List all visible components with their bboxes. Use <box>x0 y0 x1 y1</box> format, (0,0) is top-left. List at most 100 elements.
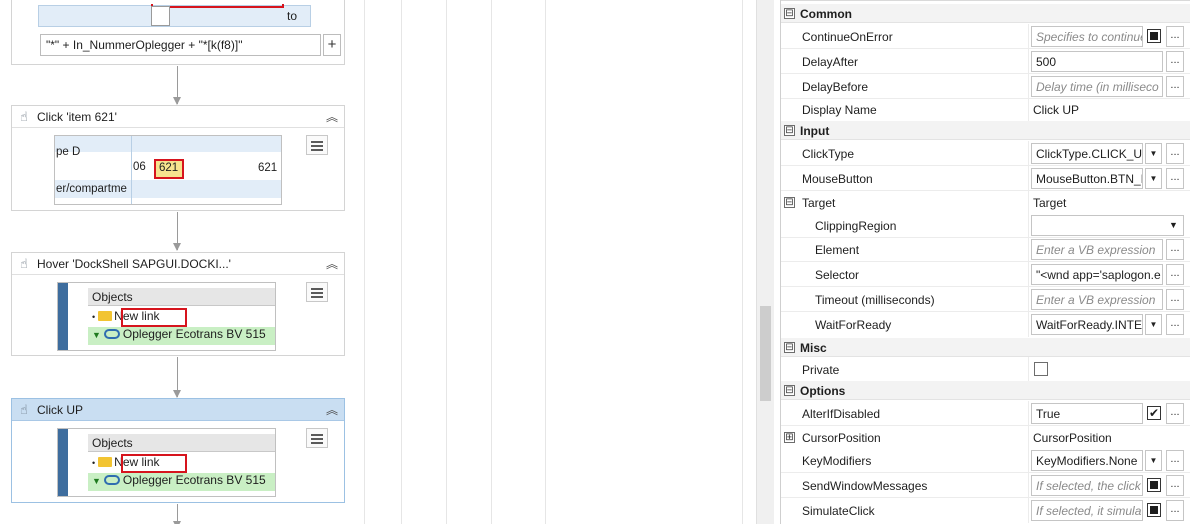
timeout-input[interactable]: Enter a VB expression <box>1031 289 1163 310</box>
send-window-messages-checkbox[interactable] <box>1147 478 1161 492</box>
ellipsis-button[interactable]: ... <box>1166 239 1184 260</box>
delay-after-input[interactable]: 500 <box>1031 51 1163 72</box>
property-name: ContinueOnError <box>802 30 893 44</box>
sap-tree-item: ▼Oplegger Ecotrans BV 515 <box>88 327 275 345</box>
target-highlight <box>121 308 187 327</box>
workflow-designer-canvas[interactable]: to "*" + In_NummerOplegger + "*[k(f8)]" … <box>0 0 756 524</box>
private-checkbox[interactable] <box>1034 362 1048 376</box>
dropdown-arrow-icon[interactable]: ▼ <box>1169 220 1178 230</box>
property-name: DelayBefore <box>802 80 869 94</box>
click-hand-icon: ☝ <box>20 109 28 124</box>
flow-arrow <box>173 357 181 398</box>
table-grid <box>131 136 132 204</box>
text-expression-input[interactable]: "*" + In_NummerOplegger + "*[k(f8)]" <box>40 34 321 56</box>
activity-type-into[interactable]: to "*" + In_NummerOplegger + "*[k(f8)]" … <box>11 0 345 65</box>
ellipsis-button[interactable]: ... <box>1166 143 1184 164</box>
canvas-gridline <box>401 0 402 524</box>
ellipsis-button[interactable]: ... <box>1166 475 1184 496</box>
ellipsis-button[interactable]: ... <box>1166 500 1184 521</box>
property-target: ⊟ Target Target <box>781 190 1190 215</box>
dropdown-arrow-icon[interactable]: ▼ <box>1145 450 1162 471</box>
dropdown-arrow-icon[interactable]: ▼ <box>1145 314 1162 335</box>
ellipsis-button[interactable]: ... <box>1166 168 1184 189</box>
category-input[interactable]: ⊟ Input <box>781 121 1190 140</box>
activity-menu-button[interactable] <box>306 282 328 302</box>
alter-if-disabled-checkbox[interactable]: ✔ <box>1147 406 1161 420</box>
ellipsis-button[interactable]: ... <box>1166 314 1184 335</box>
click-hand-icon: ☝ <box>20 402 28 417</box>
alter-if-disabled-input[interactable]: True <box>1031 403 1143 424</box>
property-name: ClickType <box>802 147 855 161</box>
scrollbar-thumb[interactable] <box>760 306 771 401</box>
display-name-value[interactable]: Click UP <box>1033 103 1080 117</box>
dropdown-arrow-icon[interactable]: ▼ <box>1145 143 1162 164</box>
property-delay-after: DelayAfter 500 ... <box>781 49 1190 74</box>
ellipsis-button[interactable]: ... <box>1166 264 1184 285</box>
ellipsis-button[interactable]: ... <box>1166 51 1184 72</box>
activity-header[interactable]: ☝ Click UP ︽ <box>12 399 344 421</box>
collapse-chevron-icon[interactable]: ︽ <box>325 110 338 124</box>
canvas-gridline <box>446 0 447 524</box>
property-delay-before: DelayBefore Delay time (in milliseco ... <box>781 74 1190 99</box>
cursor-position-value: CursorPosition <box>1033 431 1112 445</box>
sap-tree-item: •New link <box>92 455 160 469</box>
activity-menu-button[interactable] <box>306 135 328 155</box>
category-common[interactable]: ⊟ Common <box>781 4 1190 23</box>
sap-item-label: Oplegger Ecotrans BV 515 <box>122 327 266 341</box>
delay-before-input[interactable]: Delay time (in milliseco <box>1031 76 1163 97</box>
ellipsis-button[interactable]: ... <box>1166 403 1184 424</box>
continue-on-error-checkbox[interactable] <box>1147 29 1161 43</box>
sap-sidebar <box>58 429 68 496</box>
simulate-click-checkbox[interactable] <box>1147 503 1161 517</box>
expand-icon[interactable]: ⊞ <box>784 432 795 443</box>
key-modifiers-select[interactable]: KeyModifiers.None <box>1031 450 1143 471</box>
table-row <box>55 136 281 152</box>
mouse-button-select[interactable]: MouseButton.BTN_L <box>1031 168 1143 189</box>
activity-menu-button[interactable] <box>306 428 328 448</box>
activity-preview-row <box>38 4 311 27</box>
activity-header[interactable]: ☝ Click 'item 621' ︽ <box>12 106 344 128</box>
add-expression-button[interactable]: + <box>323 34 341 56</box>
ellipsis-button[interactable]: ... <box>1166 76 1184 97</box>
selector-input[interactable]: "<wnd app='saplogon.e <box>1031 264 1163 285</box>
designer-scrollbar[interactable] <box>756 0 774 524</box>
collapse-chevron-icon[interactable]: ︽ <box>325 257 338 271</box>
ellipsis-button[interactable]: ... <box>1166 26 1184 47</box>
property-send-window-messages: SendWindowMessages If selected, the clic… <box>781 473 1190 498</box>
property-name: Target <box>802 196 836 210</box>
collapse-icon[interactable]: ⊟ <box>784 125 795 136</box>
collapse-icon[interactable]: ⊟ <box>784 342 795 353</box>
canvas-gridline <box>742 0 743 524</box>
target-value: Target <box>1033 196 1067 210</box>
collapse-icon[interactable]: ⊟ <box>784 8 795 19</box>
activity-hover-dockshell[interactable]: ☝ Hover 'DockShell SAPGUI.DOCKI...' ︽ Ob… <box>11 252 345 356</box>
click-type-select[interactable]: ClickType.CLICK_UP <box>1031 143 1143 164</box>
table-cell: pe D <box>56 146 81 158</box>
category-misc[interactable]: ⊟ Misc <box>781 338 1190 357</box>
target-highlight <box>154 159 184 179</box>
property-alter-if-disabled: AlterIfDisabled True ✔ ... <box>781 401 1190 426</box>
property-key-modifiers: KeyModifiers KeyModifiers.None ▼ ... <box>781 448 1190 473</box>
wait-for-ready-select[interactable]: WaitForReady.INTERACTIVE <box>1031 314 1143 335</box>
activity-click-up[interactable]: ☝ Click UP ︽ Objects •New link ▼Oplegger… <box>11 398 345 503</box>
collapse-icon[interactable]: ⊟ <box>784 385 795 396</box>
ellipsis-button[interactable]: ... <box>1166 450 1184 471</box>
property-name: SendWindowMessages <box>802 479 928 493</box>
target-screenshot: Objects •New link ▼Oplegger Ecotrans BV … <box>57 282 276 351</box>
activity-click-item-621[interactable]: ☝ Click 'item 621' ︽ pe D 06 621 621 er/… <box>11 105 345 211</box>
element-input[interactable]: Enter a VB expression <box>1031 239 1163 260</box>
sap-gap <box>68 429 88 496</box>
category-options[interactable]: ⊟ Options <box>781 381 1190 400</box>
flow-arrow <box>173 504 181 524</box>
dropdown-arrow-icon[interactable]: ▼ <box>1145 168 1162 189</box>
send-window-messages-input[interactable]: If selected, the click <box>1031 475 1143 496</box>
continue-on-error-input[interactable]: Specifies to continue <box>1031 26 1143 47</box>
collapse-icon[interactable]: ⊟ <box>784 197 795 208</box>
target-highlight <box>121 454 187 473</box>
collapse-chevron-icon[interactable]: ︽ <box>325 403 338 417</box>
preview-checkbox <box>151 6 170 26</box>
activity-header[interactable]: ☝ Hover 'DockShell SAPGUI.DOCKI...' ︽ <box>12 253 344 275</box>
simulate-click-input[interactable]: If selected, it simulat <box>1031 500 1143 521</box>
ellipsis-button[interactable]: ... <box>1166 289 1184 310</box>
clipping-region-select[interactable] <box>1031 215 1184 236</box>
